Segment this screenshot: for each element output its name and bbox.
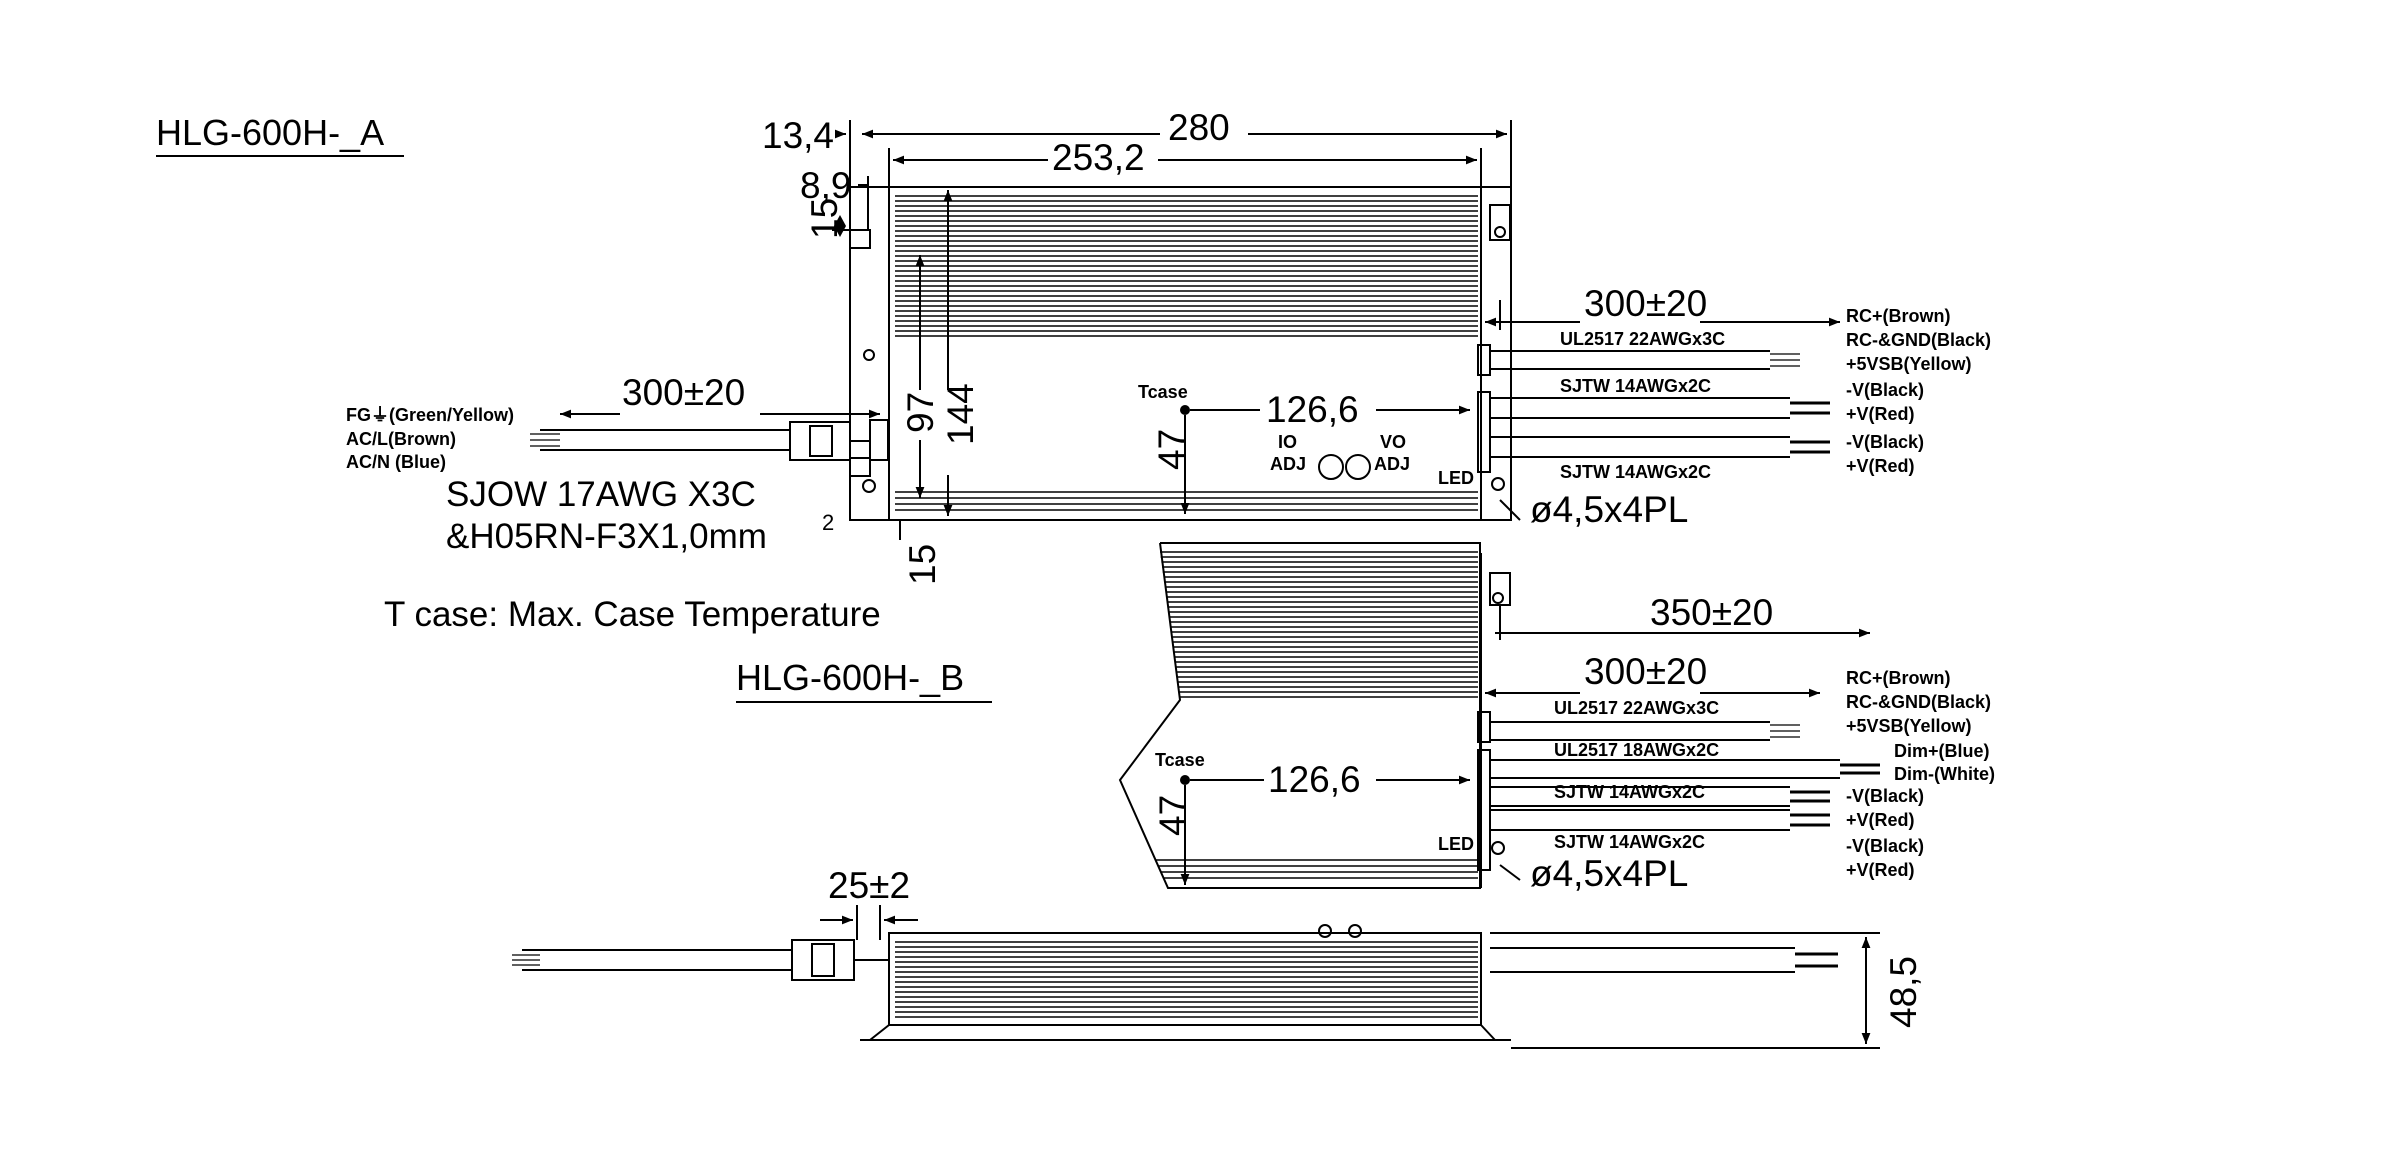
view-a-fins bbox=[895, 195, 1478, 511]
view-a-gland-2 bbox=[1477, 391, 1491, 473]
view-a-title: HLG-600H-_A bbox=[156, 112, 384, 153]
wire-b-out1-2: +V(Red) bbox=[1846, 810, 1915, 830]
dim-overall-length: 280 bbox=[1168, 107, 1230, 148]
dim-mount-holes-b: ø4,5x4PL bbox=[1530, 853, 1688, 894]
wire-a-out2-1: -V(Black) bbox=[1846, 432, 1924, 452]
dim-mount-holes-a: ø4,5x4PL bbox=[1530, 489, 1688, 530]
view-b-wire-labels: UL2517 22AWGx3C UL2517 18AWGx2C SJTW 14A… bbox=[1554, 668, 1995, 880]
view-a-input-cable bbox=[530, 421, 870, 461]
view-a-body bbox=[849, 186, 1512, 521]
cable-spec-b-ul22: UL2517 22AWGx3C bbox=[1554, 698, 1719, 718]
view-b-title: HLG-600H-_B bbox=[736, 657, 964, 698]
view-b-fins bbox=[1156, 551, 1478, 879]
cable-spec-a-sjtw2: SJTW 14AWGx2C bbox=[1560, 462, 1711, 482]
wire-a-out2-2: +V(Red) bbox=[1846, 456, 1915, 476]
vo-adj-label-1: VO bbox=[1380, 432, 1406, 452]
dim-cable-out-b: 300±20 bbox=[1584, 651, 1707, 692]
dim-cable-in: 300±20 bbox=[622, 372, 745, 413]
wire-a-out1-1: -V(Black) bbox=[1846, 380, 1924, 400]
view-a-dimensions: 280 253,2 13,4 8,9 15 97 144 15 Tcase 12… bbox=[560, 107, 1840, 585]
dim-height: 48,5 bbox=[1883, 956, 1924, 1028]
cable-spec-b-sjtw2: SJTW 14AWGx2C bbox=[1554, 832, 1705, 852]
view-a-gland-input bbox=[869, 419, 889, 461]
view-a-input-connector bbox=[789, 421, 851, 461]
tcase-note: T case: Max. Case Temperature bbox=[384, 595, 881, 634]
dim-connector-len: 25±2 bbox=[828, 865, 910, 906]
io-adj-label-2: ADJ bbox=[1270, 454, 1306, 474]
wire-b-rc-2: RC-&GND(Black) bbox=[1846, 692, 1991, 712]
dim-cable-dim-b: 350±20 bbox=[1650, 592, 1773, 633]
vo-adj-label-2: ADJ bbox=[1374, 454, 1410, 474]
wire-b-dim-2: Dim-(White) bbox=[1894, 764, 1995, 784]
dim-offset-15-bottom: 15 bbox=[902, 544, 943, 585]
cable-spec-a-ul: UL2517 22AWGx3C bbox=[1560, 329, 1725, 349]
dim-offset-8: 8,9 bbox=[800, 165, 851, 206]
dim-tcase-depth-b: 47 bbox=[1152, 795, 1193, 836]
vo-adj-pot bbox=[1345, 454, 1371, 480]
side-view-case bbox=[888, 932, 1482, 1026]
wire-a-rc-1: RC+(Brown) bbox=[1846, 306, 1951, 326]
input-cable-spec-1: SJOW 17AWG X3C bbox=[446, 475, 756, 514]
view-b-body bbox=[1118, 542, 1511, 889]
view-b-dimensions: 350±20 300±20 Tcase 126,6 47 LED ø4,5x4P… bbox=[1152, 592, 1870, 894]
dim-inner-length: 253,2 bbox=[1052, 137, 1145, 178]
view-a-hole-br bbox=[1491, 477, 1505, 491]
dim-tcase-depth-a: 47 bbox=[1151, 429, 1192, 470]
cable-spec-b-sjtw1: SJTW 14AWGx2C bbox=[1554, 782, 1705, 802]
view-a-hole-bl bbox=[862, 479, 876, 493]
view-a-gland-1 bbox=[1477, 344, 1491, 376]
wire-a-rc-3: +5VSB(Yellow) bbox=[1846, 354, 1972, 374]
wire-b-rc-3: +5VSB(Yellow) bbox=[1846, 716, 1972, 736]
dim-offset-13: 13,4 bbox=[762, 115, 834, 156]
wire-a-rc-2: RC-&GND(Black) bbox=[1846, 330, 1991, 350]
tcase-label-a: Tcase bbox=[1138, 382, 1188, 402]
dim-width-144: 144 bbox=[940, 383, 981, 445]
view-a-tab-tr bbox=[1489, 204, 1511, 241]
side-view: 25±2 48,5 bbox=[512, 865, 1924, 1049]
input-cable-spec-2: &H05RN-F3X1,0mm bbox=[446, 517, 767, 556]
cable-spec-b-ul18: UL2517 18AWGx2C bbox=[1554, 740, 1719, 760]
wire-input-n: AC/N (Blue) bbox=[346, 452, 446, 472]
wire-b-dim-1: Dim+(Blue) bbox=[1894, 741, 1990, 761]
input-cable-spec-sup: 2 bbox=[822, 510, 834, 535]
side-view-connector bbox=[791, 939, 855, 981]
view-a-case bbox=[888, 186, 1482, 521]
view-a-tab-bl bbox=[850, 457, 871, 477]
wire-b-rc-1: RC+(Brown) bbox=[1846, 668, 1951, 688]
view-b-output-cables bbox=[1490, 721, 1880, 831]
dim-tcase-span-b: 126,6 bbox=[1268, 759, 1361, 800]
wire-b-out2-1: -V(Black) bbox=[1846, 836, 1924, 856]
wire-b-out1-1: -V(Black) bbox=[1846, 786, 1924, 806]
dim-cable-out-a: 300±20 bbox=[1584, 283, 1707, 324]
view-a-tab-tl bbox=[850, 229, 871, 249]
tcase-point-a bbox=[1180, 405, 1190, 415]
wire-input-l: AC/L(Brown) bbox=[346, 429, 456, 449]
dim-tcase-span-a: 126,6 bbox=[1266, 389, 1359, 430]
dim-width-97: 97 bbox=[900, 392, 941, 433]
view-a-wire-labels: FG⏚(Green/Yellow) AC/L(Brown) AC/N (Blue… bbox=[346, 306, 1991, 482]
wire-b-out2-2: +V(Red) bbox=[1846, 860, 1915, 880]
view-a-output-cables bbox=[1490, 350, 1830, 458]
io-adj-label-1: IO bbox=[1278, 432, 1297, 452]
side-view-fins bbox=[895, 941, 1478, 1018]
cable-spec-a-sjtw1: SJTW 14AWGx2C bbox=[1560, 376, 1711, 396]
io-adj-pot bbox=[1318, 454, 1344, 480]
wire-input-fg: FG⏚(Green/Yellow) bbox=[346, 405, 514, 425]
led-label-a: LED bbox=[1438, 468, 1474, 488]
view-b-outline bbox=[1118, 542, 1481, 889]
view-a-hole-left bbox=[863, 349, 875, 361]
wire-a-out1-2: +V(Red) bbox=[1846, 404, 1915, 424]
tcase-label-b: Tcase bbox=[1155, 750, 1205, 770]
tcase-point-b bbox=[1180, 775, 1190, 785]
led-label-b: LED bbox=[1438, 834, 1474, 854]
view-a-hole-tr bbox=[1494, 226, 1506, 238]
